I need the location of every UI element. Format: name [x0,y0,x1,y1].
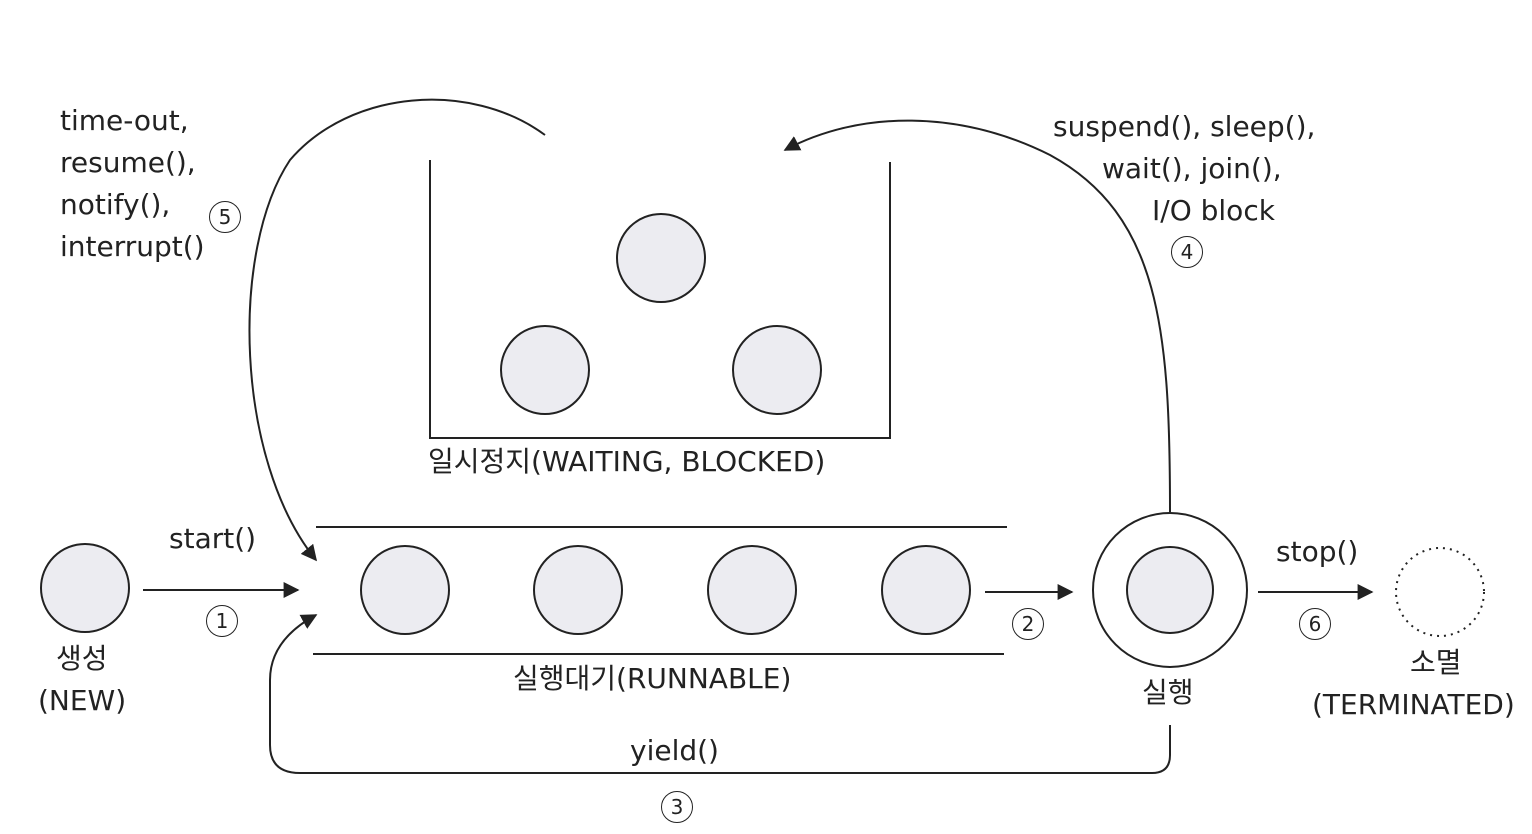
running-thread-circle [1126,546,1214,634]
new-thread-circle [40,543,130,633]
step-number-1: 1 [206,605,238,637]
waiting-thread-circle [500,325,590,415]
block-label-line: I/O block [1152,194,1275,227]
block-label-line: suspend(), sleep(), [1053,110,1316,143]
running-label-ko: 실행 [1142,676,1194,709]
stop-label: stop() [1276,535,1359,568]
runnable-thread-circle [533,545,623,635]
waiting-thread-circle [732,325,822,415]
wake-arrow [248,98,546,562]
terminated-label-ko: 소멸 [1410,646,1462,679]
waiting-pool [429,160,891,439]
new-label-en: (NEW) [38,684,127,717]
runnable-thread-circle [360,545,450,635]
yield-label: yield() [630,734,719,767]
wake-label-line: time-out, [60,104,189,137]
wake-label-line: notify(), [60,188,171,221]
step-number-5: 5 [209,201,241,233]
wake-label-line: interrupt() [60,230,205,263]
waiting-thread-circle [616,213,706,303]
yield-arrow [269,614,1171,774]
step-number-6: 6 [1299,608,1331,640]
runnable-thread-circle [881,545,971,635]
wake-label-line: resume(), [60,146,196,179]
step-number-4: 4 [1171,236,1203,268]
start-label: start() [169,522,257,555]
new-label-ko: 생성 [56,642,108,675]
block-arrow [783,119,1171,513]
step-number-3: 3 [661,791,693,823]
runnable-thread-circle [707,545,797,635]
runnable-label: 실행대기(RUNNABLE) [513,662,792,695]
block-label-line: wait(), join(), [1102,152,1282,185]
step-number-2: 2 [1012,608,1044,640]
terminated-thread-circle [1395,547,1485,637]
waiting-label: 일시정지(WAITING, BLOCKED) [428,445,826,478]
terminated-label-en: (TERMINATED) [1312,688,1515,721]
